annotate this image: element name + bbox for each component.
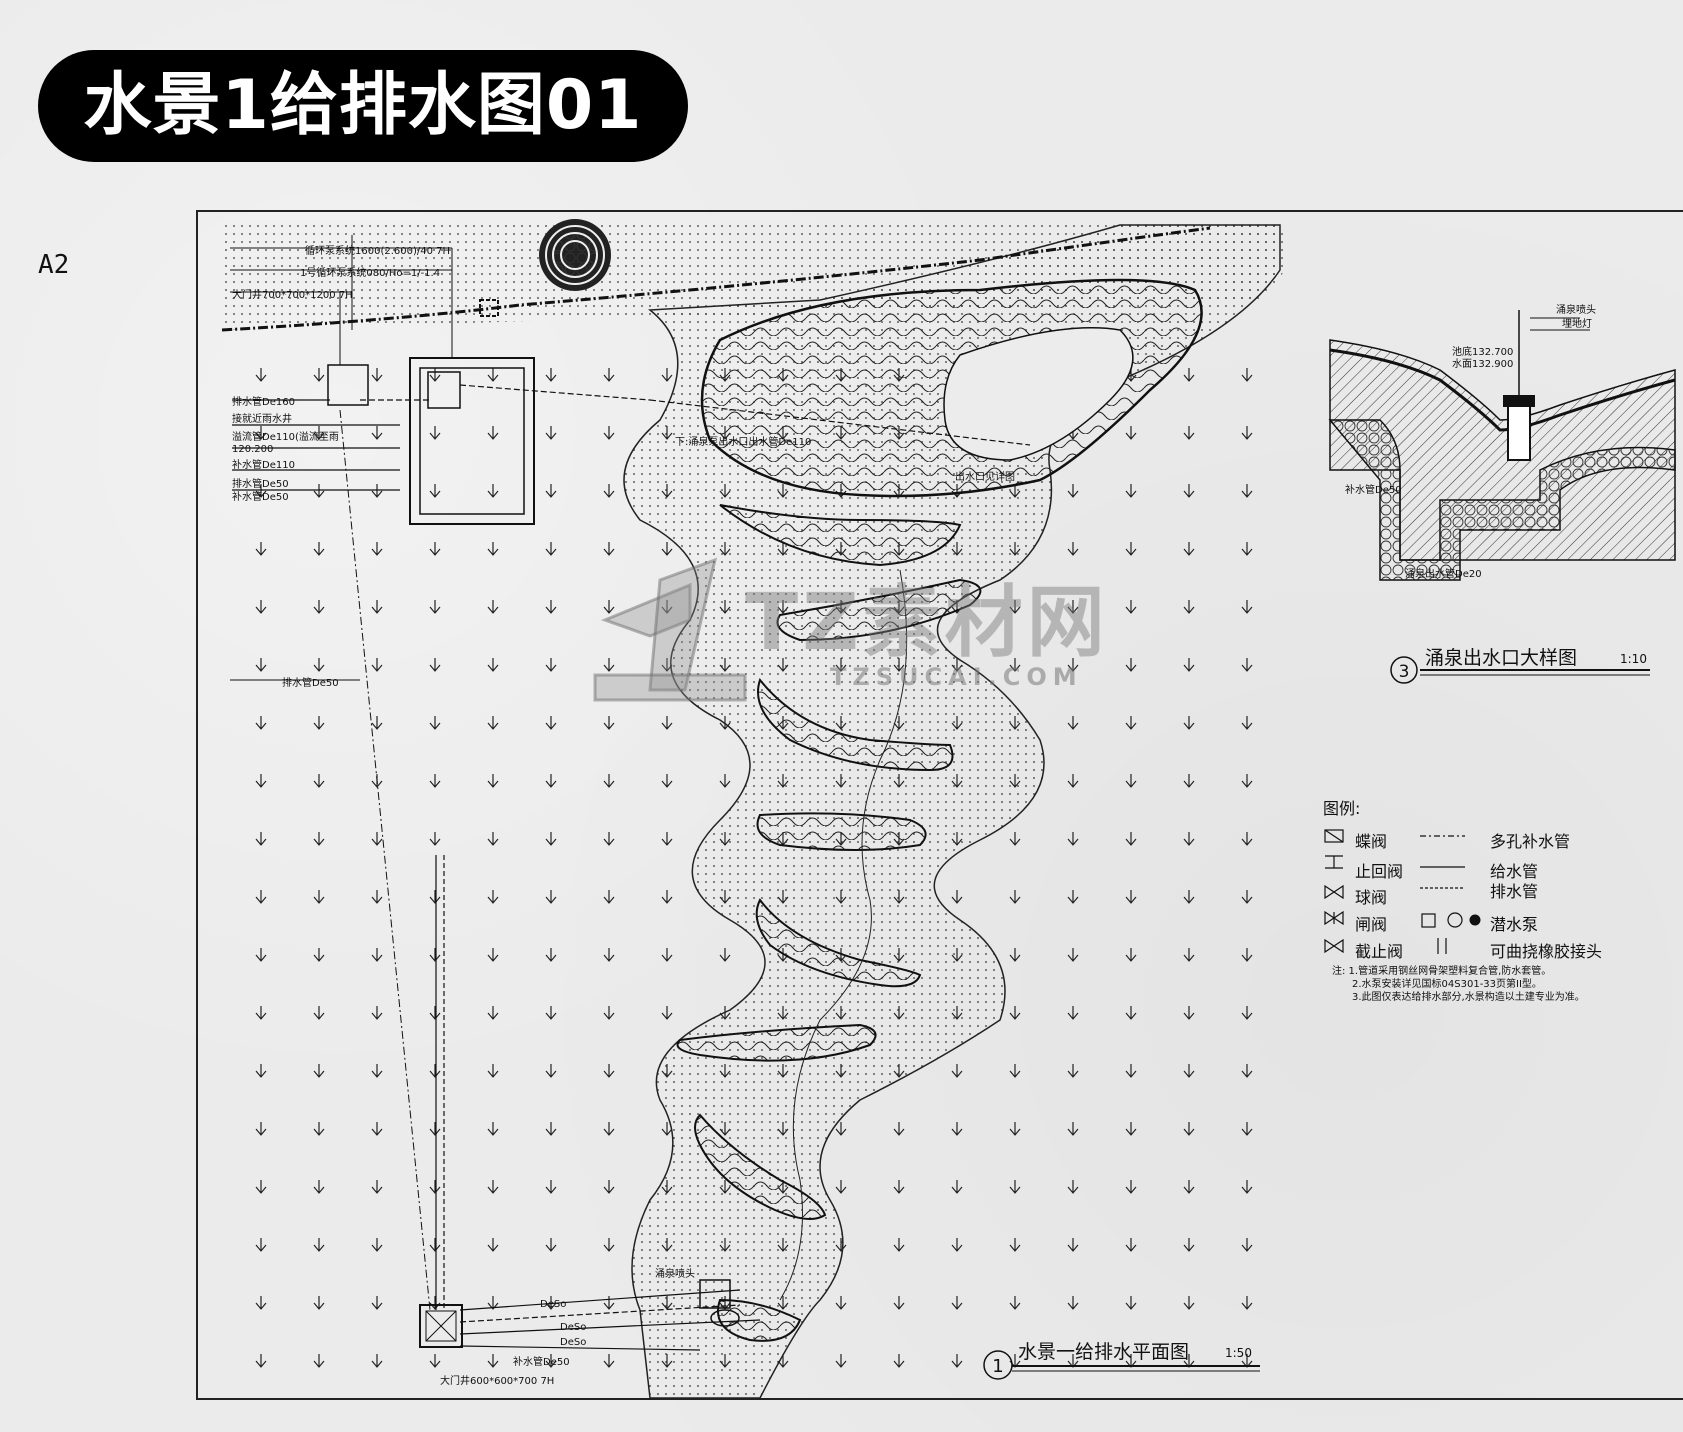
label-overflow: 溢流管De110(溢流至雨 <box>232 430 339 443</box>
label-valve-well-bottom: 大门井600*600*700 7H <box>440 1374 554 1387</box>
detail-caption-scale: 1:10 <box>1620 652 1647 666</box>
label-supply-2: 排水管De50 <box>232 477 289 490</box>
legend-line-label: 多孔补水管 <box>1490 832 1571 851</box>
detail-caption: 3 涌泉出水口大样图 1:10 <box>1390 647 1650 684</box>
label-drain-mid: 排水管De50 <box>282 676 339 689</box>
detail-caption-number: 3 <box>1399 662 1410 682</box>
label-supply-1: 补水管De110 <box>232 458 295 471</box>
legend-line-multi-hole: 多孔补水管 <box>1490 828 1570 852</box>
plan-caption-number: 1 <box>992 1356 1003 1377</box>
legend-item-name: 闸阀 <box>1355 915 1388 934</box>
label-pool-note: 出水口见详图 <box>955 470 1015 483</box>
legend-notes: 注: 1.管道采用钢丝网骨架塑料复合管,防水套管。 2.水泵安装详见国标04S3… <box>1332 965 1662 1004</box>
drawing-frame <box>196 210 1683 1400</box>
label-valve-well-top: 大门井700*700*1200 7H <box>232 288 353 301</box>
label-pipe-tag-2: DeSo <box>560 1322 586 1333</box>
legend-item-stop-valve: 截止阀 <box>1355 938 1403 962</box>
detail-label-drain: 涌泉出水管De20 <box>1405 567 1482 580</box>
label-supply-3: 补水管De50 <box>232 490 289 503</box>
label-rain-well: 接就近雨水井 <box>232 412 292 425</box>
legend-line-label: 给水管 <box>1490 862 1539 881</box>
legend-item-name: 止回阀 <box>1355 862 1404 881</box>
legend-line-label: 潜水泵 <box>1490 915 1539 934</box>
detail-label-level-1: 池底132.700 <box>1452 345 1513 358</box>
legend-item-gate-valve: 闸阀 <box>1355 911 1387 935</box>
detail-label-level-2: 水面132.900 <box>1452 358 1513 370</box>
label-pipe-tag-1: DeSo <box>540 1299 566 1310</box>
note-line: 3.此图仅表达给排水部分,水景构造以土建专业为准。 <box>1352 992 1585 1003</box>
legend-item-name: 截止阀 <box>1355 942 1404 961</box>
legend-item-name: 球阀 <box>1355 888 1388 907</box>
detail-label-light: 埋地灯 <box>1562 317 1592 330</box>
legend-item-name: 蝶阀 <box>1355 832 1388 851</box>
sheet-size-label: A2 <box>38 250 70 280</box>
detail-label-supply: 补水管De50 <box>1345 483 1402 496</box>
label-overflow-2: 120.200 <box>232 444 273 455</box>
legend-line-rubber-joint: 可曲挠橡胶接头 <box>1490 938 1602 962</box>
detail-caption-title: 涌泉出水口大样图 <box>1425 647 1577 669</box>
legend-item-butterfly-valve: 蝶阀 <box>1355 828 1387 852</box>
label-supply-bottom: 补水管De50 <box>513 1355 570 1368</box>
label-pool-pipe: 下:涌泉泵出水口出水管De110 <box>675 435 811 448</box>
legend-valve-symbols <box>1324 829 1344 954</box>
note-line: 2.水泵安装详见国标04S301-33页第II型。 <box>1352 979 1542 990</box>
site-boundary <box>221 226 1211 332</box>
pipe-network <box>230 235 1031 1351</box>
legend-line-pump: 潜水泵 <box>1490 911 1538 935</box>
legend-title: 图例: <box>1323 799 1361 818</box>
pump-well <box>327 299 535 525</box>
detail-section <box>1328 310 1676 581</box>
label-drain-pipe-1: 排水管De160 <box>232 395 295 408</box>
legend-item-check-valve: 止回阀 <box>1355 858 1403 882</box>
legend-item-ball-valve: 球阀 <box>1355 884 1387 908</box>
legend-line-samples <box>1420 835 1481 954</box>
watermark-logo-icon <box>593 557 747 702</box>
label-pump-1: 循环泵系统1600(2.600)/40 7H <box>305 244 450 257</box>
label-pump-2: 1号循环泵系统080/Ho=1/-1.4 <box>300 266 440 279</box>
plan-caption-scale: 1:50 <box>1225 1346 1252 1360</box>
fountain-outlet <box>699 1279 740 1327</box>
watermark-brand: TZ素材网 <box>745 578 1109 668</box>
label-pipe-tag-3: DeSo <box>560 1337 586 1348</box>
legend-line-drain: 排水管 <box>1490 878 1538 902</box>
manhole-cover <box>539 219 611 291</box>
note-line: 注: 1.管道采用钢丝网骨架塑料复合管,防水套管。 <box>1332 966 1552 977</box>
plan-caption: 1 水景一给排水平面图 1:50 <box>983 1341 1260 1380</box>
legend-line-label: 排水管 <box>1490 882 1539 901</box>
legend-line-supply: 给水管 <box>1490 858 1538 882</box>
pool-island <box>943 327 1134 461</box>
stream-inner-line <box>779 569 908 1301</box>
bottom-valve-well <box>419 1304 463 1348</box>
watermark-url: TZSUCAI.COM <box>830 663 1083 691</box>
legend-line-label: 可曲挠橡胶接头 <box>1490 942 1603 961</box>
plan-caption-title: 水景一给排水平面图 <box>1018 1341 1189 1363</box>
label-fountain-head: 涌泉喷头 <box>655 1267 695 1280</box>
page-title: 水景1给排水图01 <box>38 50 688 162</box>
detail-label-head: 涌泉喷头 <box>1556 303 1596 316</box>
